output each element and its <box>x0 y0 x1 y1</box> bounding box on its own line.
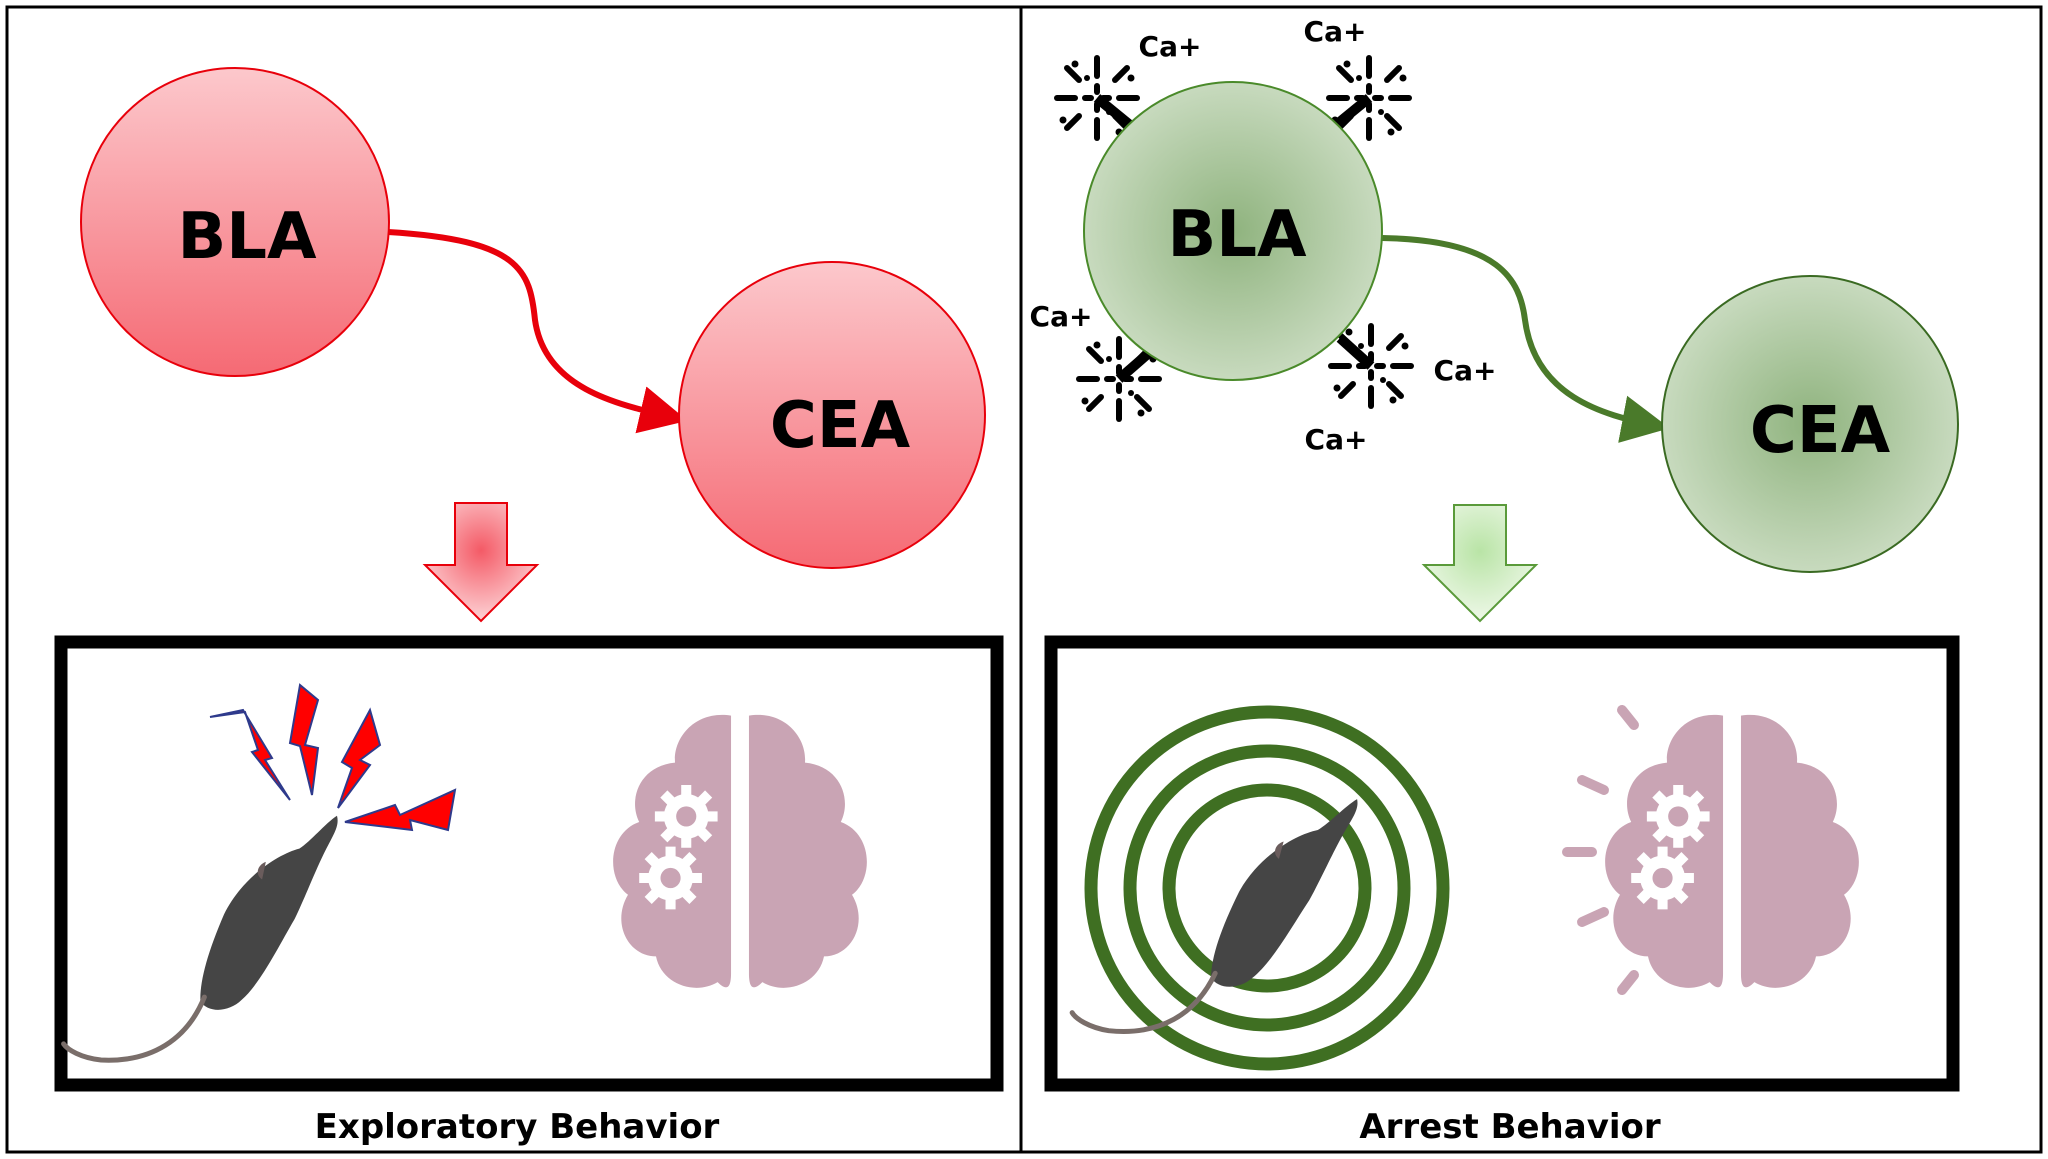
bla-label: BLA <box>177 200 317 274</box>
bla-to-cea-arrow <box>1381 235 1670 443</box>
ion-label: Ca+ <box>1434 354 1497 387</box>
down-arrow-icon <box>422 502 540 623</box>
right-panel: BLA CEA Ca+ Ca+ Ca+ Ca+ Ca+ <box>1030 15 1960 1147</box>
cea-label: CEA <box>770 389 911 463</box>
caption-arrest: Arrest Behavior <box>1359 1107 1661 1147</box>
brain-active-icon <box>1562 705 1859 995</box>
lightning-icons <box>209 683 457 832</box>
calcium-bursts <box>1057 58 1411 419</box>
freeze-rings <box>1084 705 1450 1071</box>
ion-label: Ca+ <box>1030 300 1093 333</box>
bla-label: BLA <box>1167 198 1307 272</box>
outer-frame <box>5 5 2043 1154</box>
left-panel: BLA CEA Exploratory Behavior <box>54 67 1004 1147</box>
cea-node: CEA <box>678 261 986 569</box>
cea-label: CEA <box>1750 394 1891 468</box>
bla-node: BLA <box>1083 81 1383 381</box>
ion-label: Ca+ <box>1305 423 1368 456</box>
ion-label: Ca+ <box>1304 15 1367 48</box>
ion-label: Ca+ <box>1139 30 1202 63</box>
bla-node: BLA <box>80 67 390 377</box>
bla-to-cea-arrow <box>387 229 688 434</box>
down-arrow-icon <box>1421 504 1539 623</box>
cea-node: CEA <box>1661 275 1959 573</box>
caption-exploratory: Exploratory Behavior <box>315 1107 720 1147</box>
